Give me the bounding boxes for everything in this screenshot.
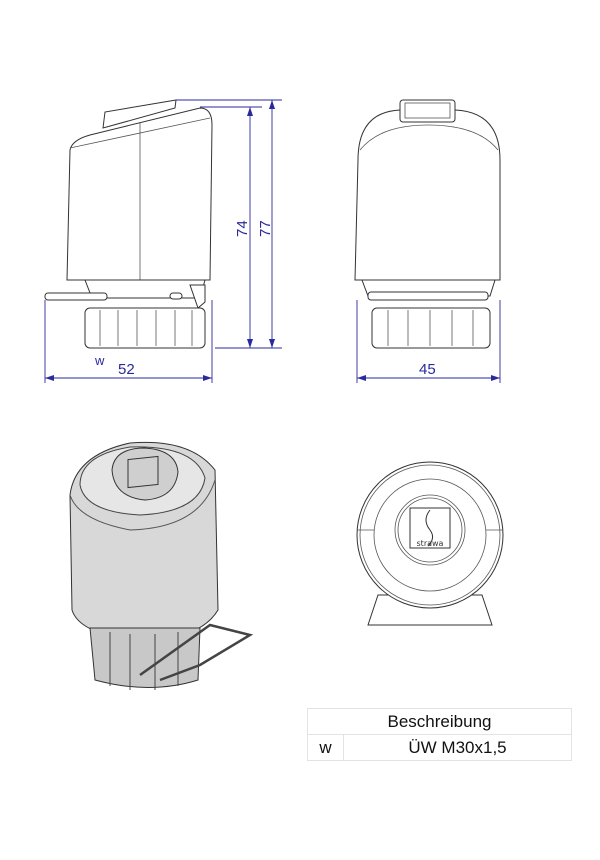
table-header: Beschreibung [307, 708, 572, 735]
isometric-view [69, 441, 254, 690]
row-description: ÜW M30x1,5 [343, 734, 572, 761]
thread-marker-w: w [94, 353, 105, 368]
logo-text: strawa [417, 539, 444, 548]
top-view: strawa [356, 461, 504, 626]
table-row: w ÜW M30x1,5 [307, 734, 572, 761]
side-view [44, 99, 213, 349]
side-dimensions: 74 77 52 w [44, 99, 282, 383]
front-dimensions: 45 [356, 300, 501, 383]
dimension-74: 74 [234, 220, 251, 237]
strawa-logo: strawa [409, 507, 451, 549]
description-table: Beschreibung w ÜW M30x1,5 [307, 708, 572, 761]
dimension-52: 52 [118, 361, 135, 378]
front-view [354, 99, 501, 349]
table-header-row: Beschreibung [307, 708, 572, 735]
dimension-45: 45 [419, 361, 436, 378]
row-key: w [307, 734, 344, 761]
dimension-77: 77 [257, 220, 274, 237]
